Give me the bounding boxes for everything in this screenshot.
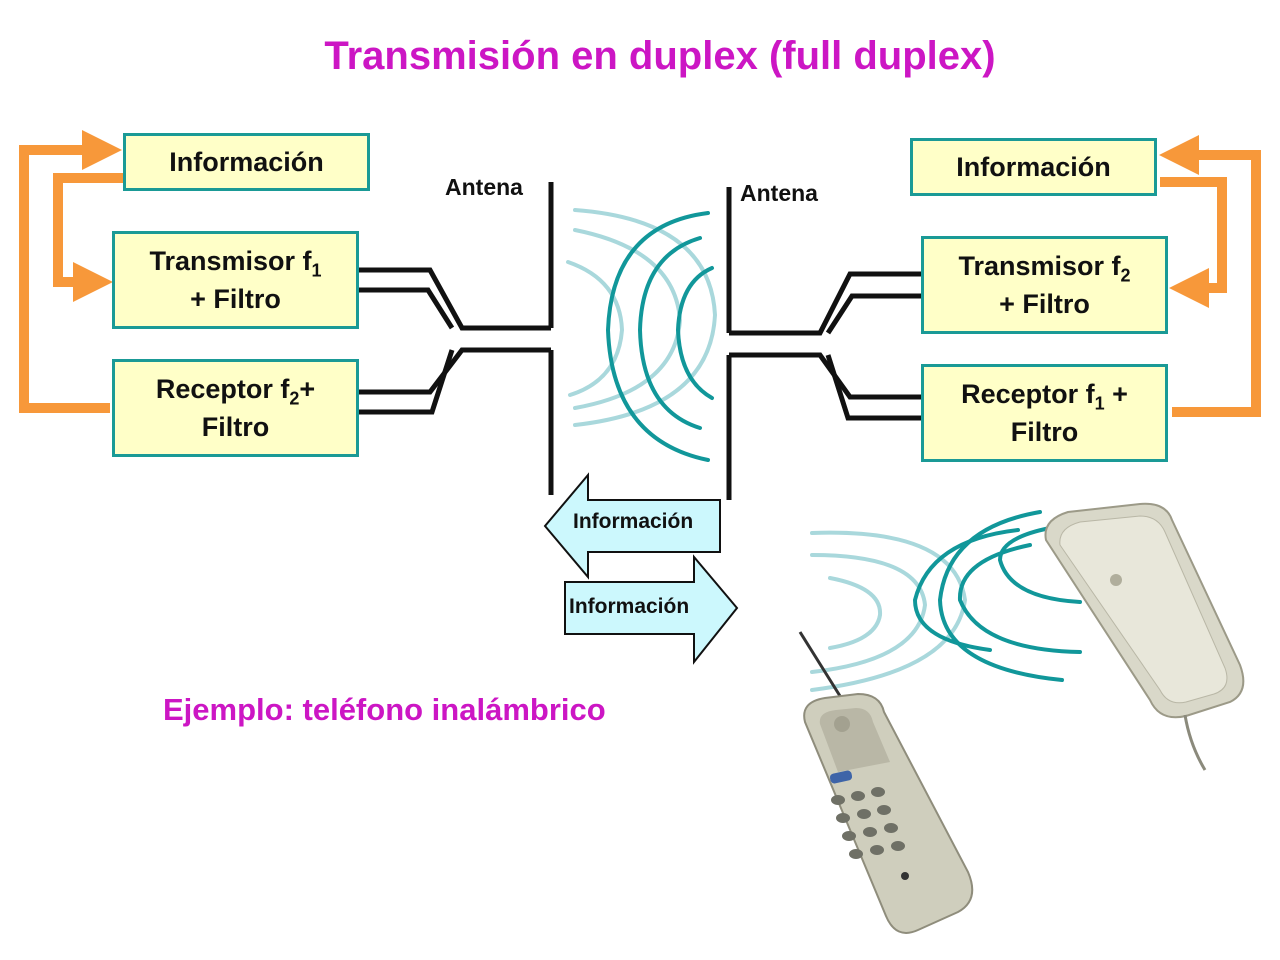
- left-transmitter-line1: Transmisor f1: [149, 246, 322, 281]
- right-receiver-to-info-arrow: [1158, 135, 1261, 417]
- right-information-arrow: [564, 554, 739, 665]
- right-receiver-box: Receptor f1 + Filtro: [921, 364, 1168, 462]
- right-information-label: Información: [956, 152, 1111, 182]
- left-wiring: [358, 182, 554, 495]
- left-receiver-line2: Filtro: [201, 412, 270, 442]
- cordless-handset-icon: [798, 631, 974, 934]
- right-transmitter-line2: + Filtro: [999, 289, 1090, 319]
- left-transmitter-box: Transmisor f1 + Filtro: [112, 231, 359, 329]
- left-information-label: Información: [169, 147, 324, 177]
- right-transmitter-box: Transmisor f2 + Filtro: [921, 236, 1168, 334]
- right-receiver-line2: Filtro: [1010, 417, 1079, 447]
- base-station-icon: [1044, 502, 1245, 771]
- left-information-arrow: [543, 472, 721, 580]
- left-transmitter-line2: + Filtro: [190, 284, 281, 314]
- right-wiring: [726, 187, 922, 500]
- phone-radio-wave-icon: [810, 510, 1082, 692]
- right-transmitter-line1: Transmisor f2: [958, 251, 1131, 286]
- page-title: Transmisión en duplex (full duplex): [324, 34, 996, 78]
- left-information-box: Información: [123, 133, 370, 191]
- radio-wave-icon: [566, 208, 718, 462]
- right-receiver-line1: Receptor f1 +: [961, 379, 1128, 414]
- right-arrow-label: Información: [569, 595, 690, 618]
- left-antenna-label: Antena: [445, 174, 523, 200]
- left-feedback-arrows: [19, 130, 123, 413]
- left-receiver-to-info-arrow: [19, 130, 123, 413]
- left-receiver-box: Receptor f2+ Filtro: [112, 359, 359, 457]
- right-feedback-arrows: [1158, 135, 1261, 417]
- left-receiver-line1: Receptor f2+: [155, 374, 316, 409]
- left-arrow-label: Información: [573, 510, 694, 533]
- left-info-to-transmitter-arrow: [53, 173, 123, 302]
- right-info-to-transmitter-arrow: [1160, 177, 1227, 308]
- right-information-box: Información: [910, 138, 1157, 196]
- example-caption: Ejemplo: teléfono inalámbrico: [163, 692, 606, 727]
- right-antenna-label: Antena: [740, 180, 818, 206]
